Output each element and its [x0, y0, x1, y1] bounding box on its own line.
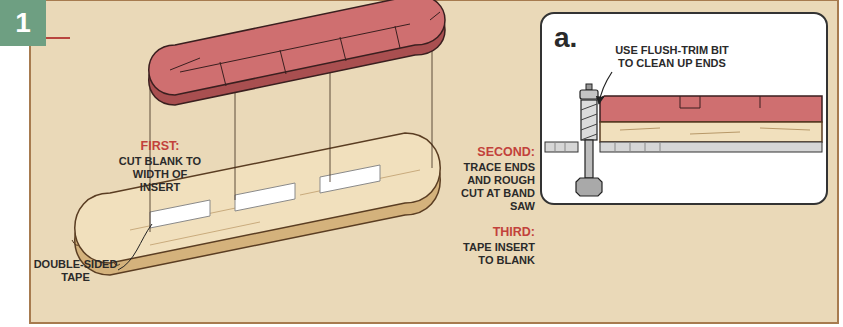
step-note: TAPE INSERT TO BLANK: [461, 241, 535, 267]
callout-note: USE FLUSH-TRIM BIT TO CLEAN UP ENDS: [610, 44, 734, 70]
step-number: 1: [0, 9, 46, 37]
blank-section: [600, 122, 822, 142]
step-note: TRACE ENDS AND ROUGH CUT AT BAND SAW: [461, 161, 535, 213]
bearing-screw: [586, 84, 592, 90]
wood-grain: [620, 128, 810, 134]
insert-groove: [680, 96, 760, 108]
table-hatch: [555, 142, 660, 152]
leader-line: [118, 224, 152, 270]
leader-arrow: [599, 72, 612, 104]
tape-strip: [150, 200, 210, 228]
tape-strip: [320, 165, 380, 193]
step-badge: 1: [0, 0, 46, 46]
bearing: [580, 90, 598, 99]
collet-nut: [576, 178, 602, 196]
insert-ribs: [170, 12, 440, 86]
cutter-flutes: [581, 100, 597, 140]
step-heading: SECOND:: [461, 146, 535, 159]
router-table: [545, 142, 578, 152]
insert-section: [600, 96, 822, 122]
step-heading: FIRST:: [114, 140, 206, 153]
step-note: CUT BLANK TO WIDTH OF INSERT: [114, 155, 206, 194]
blank-top: [75, 133, 441, 263]
insert-top: [149, 0, 445, 95]
detail-letter: a.: [554, 24, 594, 52]
detail-inset: a. USE FLUSH-TRIM BIT TO CLEAN UP ENDS: [540, 12, 828, 205]
badge-rule: [46, 37, 70, 39]
router-table: [600, 142, 822, 152]
bit-shaft: [585, 140, 593, 178]
tape-strip: [235, 183, 295, 211]
panel-background: [30, 0, 838, 323]
step-heading: THIRD:: [461, 226, 535, 239]
flute-lines: [581, 104, 597, 140]
part-label: DOUBLE-SIDED TAPE: [28, 258, 123, 284]
